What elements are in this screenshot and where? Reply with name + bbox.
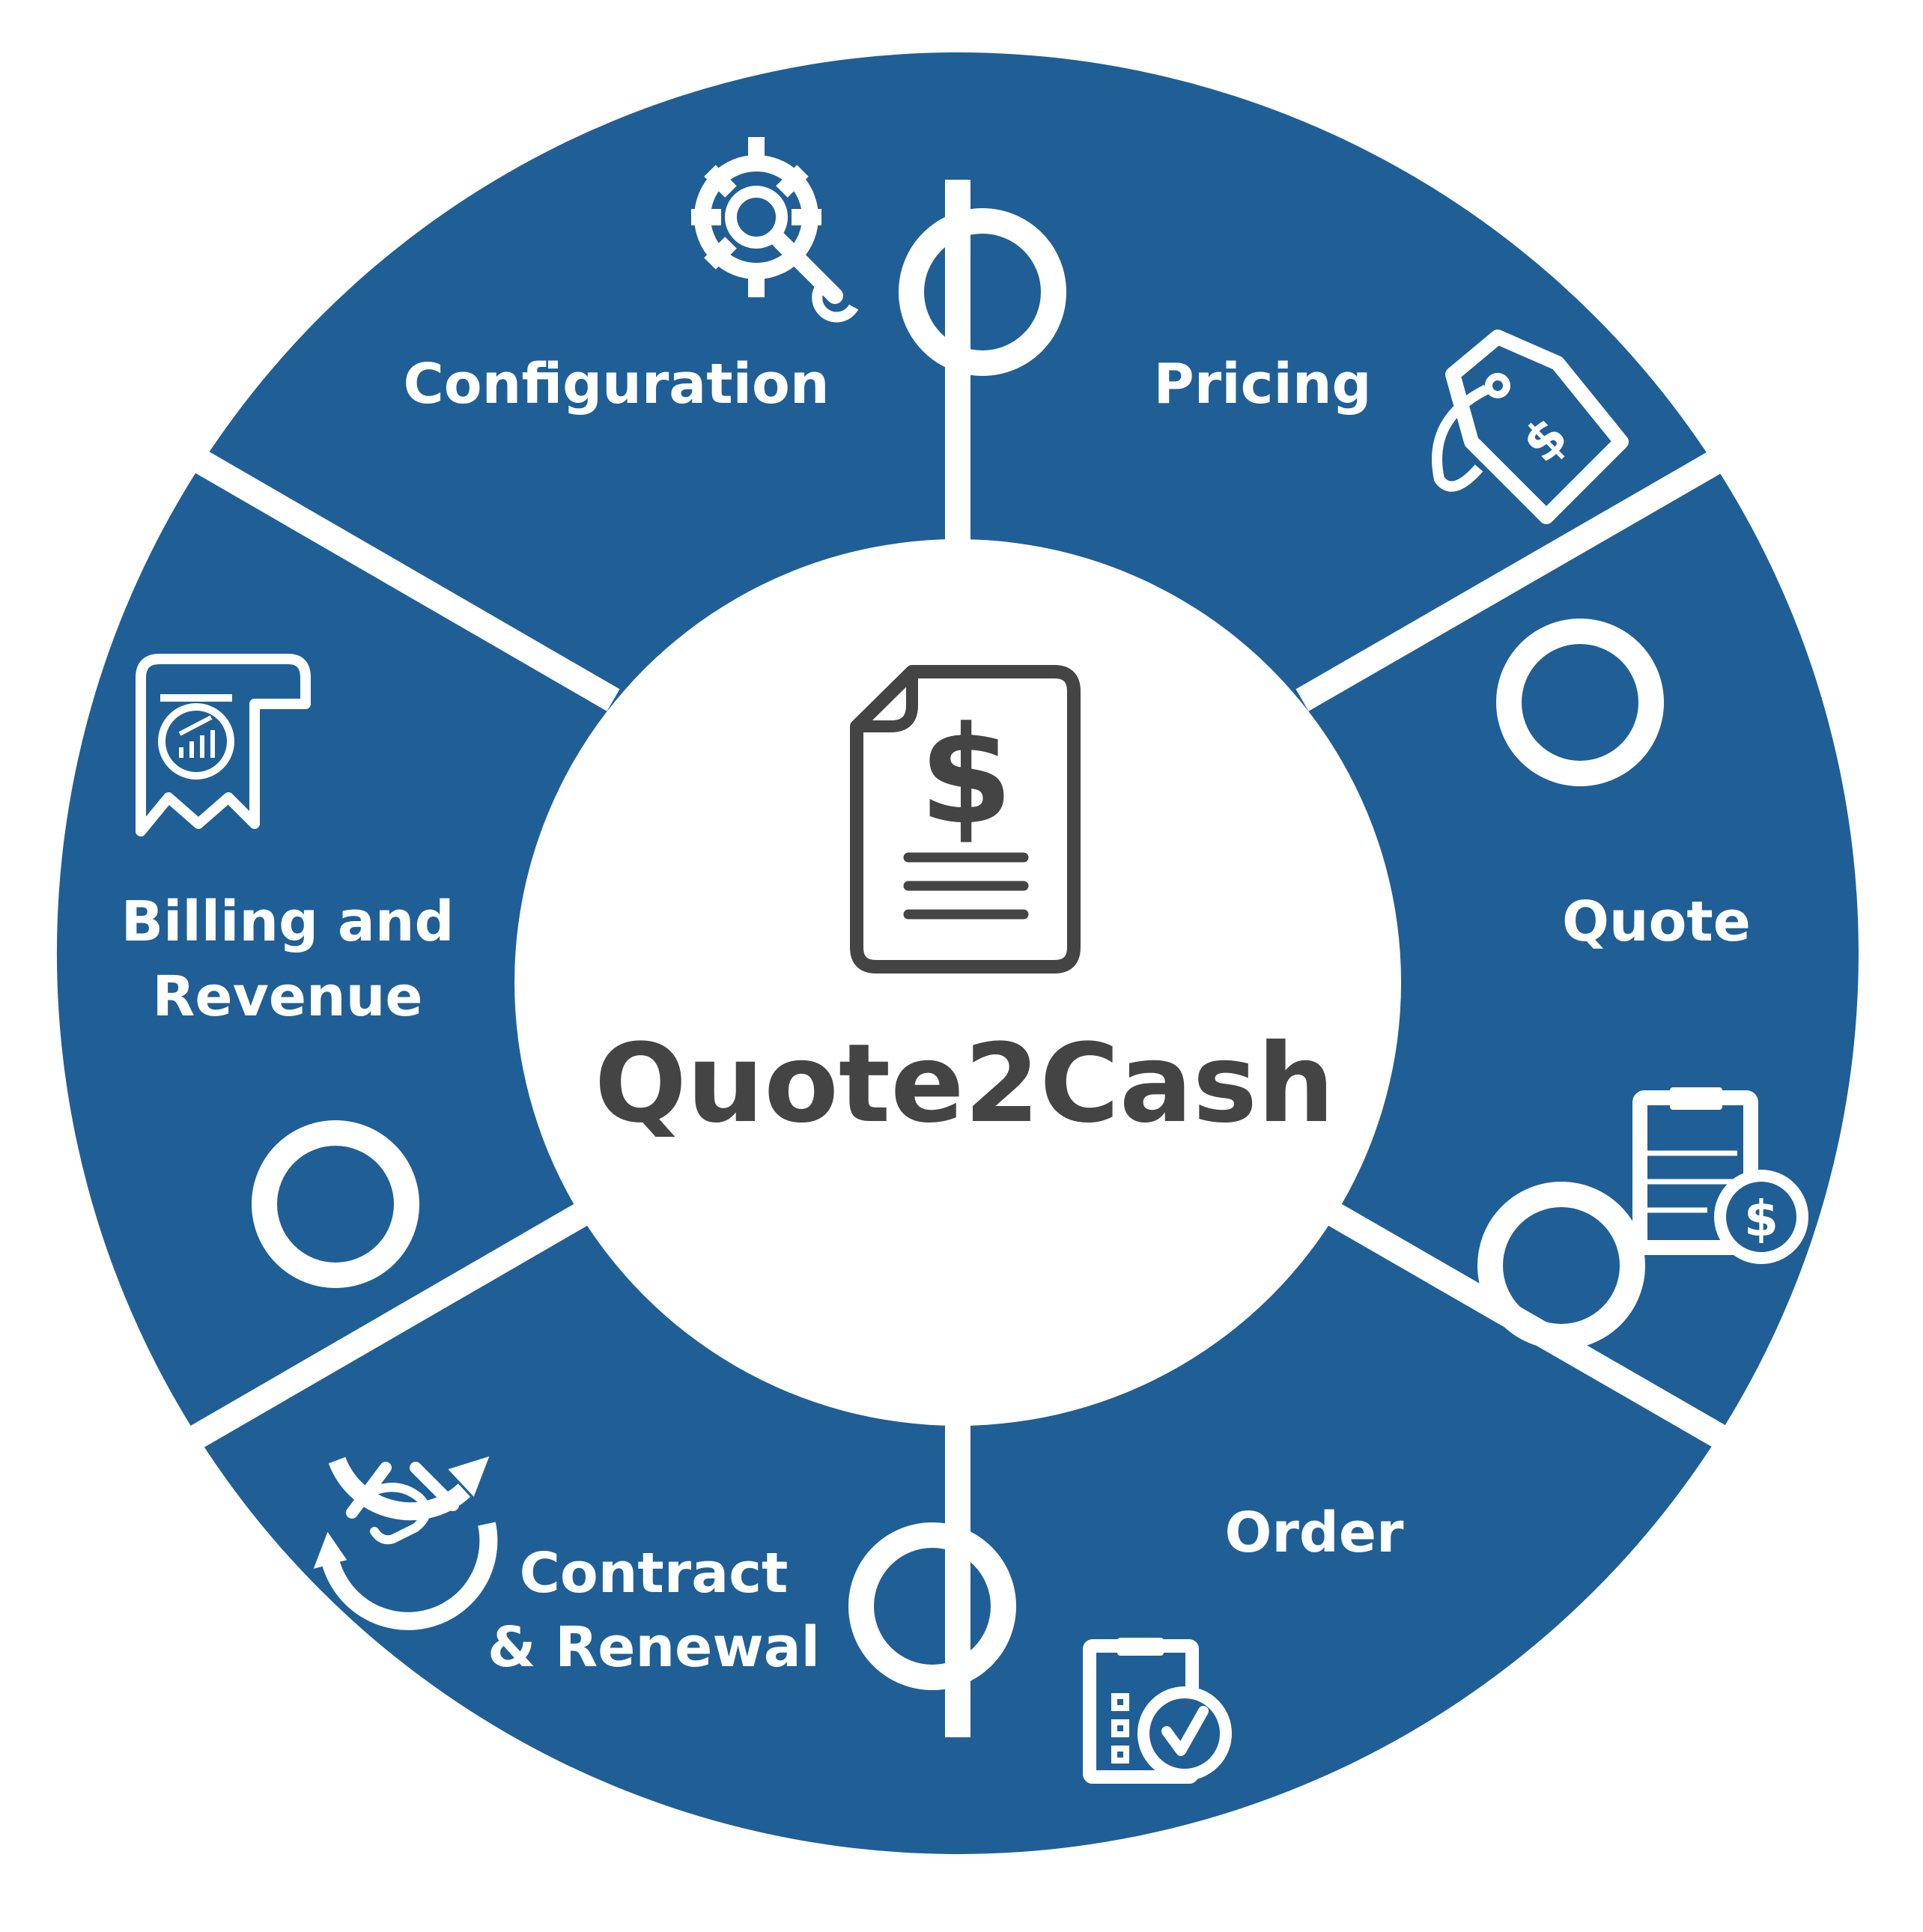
- segment-label-quote: Quote: [1562, 890, 1751, 954]
- segment-label-configuration: Configuration: [403, 352, 829, 416]
- handshake-cycle-icon: [313, 1456, 498, 1630]
- billing-receipt-icon: [136, 654, 311, 836]
- segment-label-contract-line2: & Renewal: [487, 1615, 820, 1680]
- segment-label-billing-line2: Revenue: [152, 965, 422, 1029]
- svg-text:$: $: [1744, 1190, 1778, 1248]
- gear-wrench-icon: [691, 137, 859, 323]
- segment-label-pricing: Pricing: [1154, 352, 1372, 416]
- segment-label-order: Order: [1224, 1501, 1404, 1565]
- invoice-dollar-symbol: $: [919, 698, 1012, 854]
- checklist-icon: [1083, 1638, 1232, 1784]
- segment-label-billing-line1: Billing and: [121, 890, 455, 954]
- clipboard-dollar-icon: $: [1632, 1087, 1808, 1264]
- diagram-ring: [56, 52, 1859, 1854]
- segment-label-contract-line1: Contract: [520, 1541, 789, 1606]
- invoice-dollar-icon: [850, 665, 1081, 973]
- center-title: Quote2Cash: [595, 1021, 1334, 1147]
